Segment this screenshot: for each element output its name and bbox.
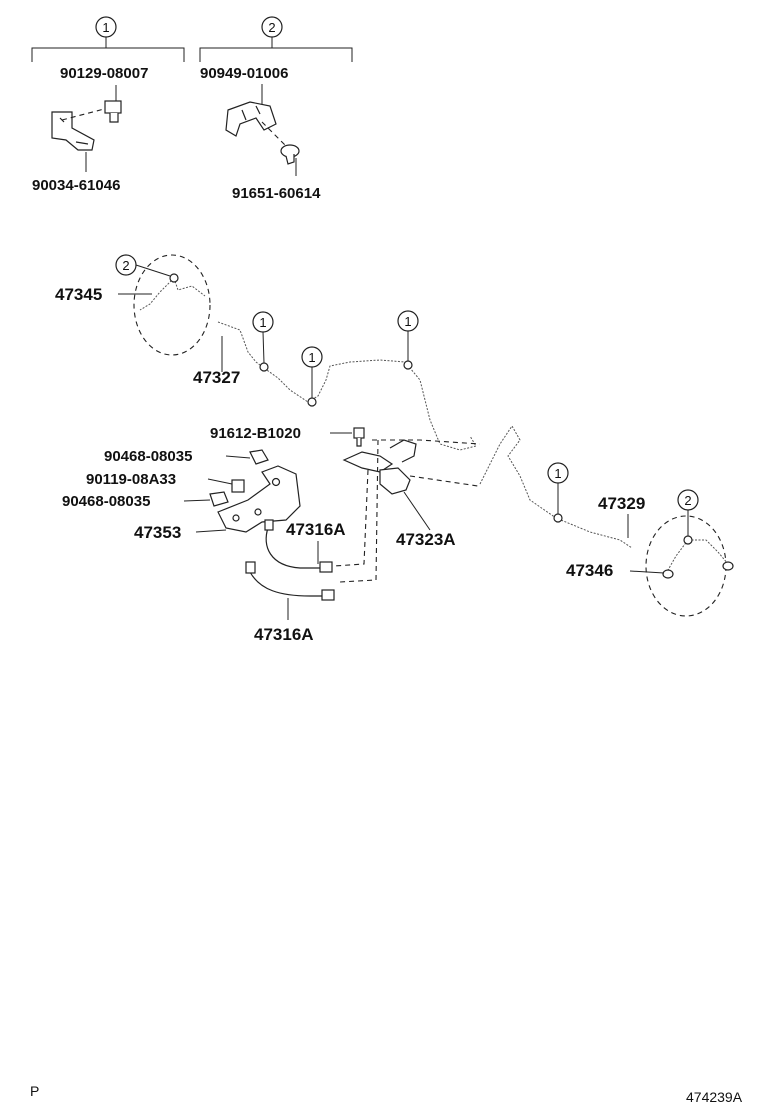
part-label-47327[interactable]: 47327 xyxy=(193,368,240,387)
part-label-90129-08007[interactable]: 90129-08007 xyxy=(60,65,148,82)
callout-number: 1 xyxy=(404,314,411,329)
bolt-icon xyxy=(231,479,245,493)
bolt-icon xyxy=(353,427,365,439)
clip-bracket-icon xyxy=(51,107,109,151)
right-wheel-outline xyxy=(645,515,727,617)
callout-number: 1 xyxy=(259,315,266,330)
callout-number: 1 xyxy=(308,350,315,365)
part-label-90034-61046[interactable]: 90034-61046 xyxy=(32,177,120,194)
brake-line-47329: 1 47329 xyxy=(479,425,645,549)
part-label-91651-60614[interactable]: 91651-60614 xyxy=(232,185,321,202)
part-label-90468-08035-top[interactable]: 90468-08035 xyxy=(104,448,192,465)
part-label-90949-01006[interactable]: 90949-01006 xyxy=(200,65,288,82)
callout-number: 2 xyxy=(684,493,691,508)
legend-group-2: 2 90949-01006 91651-60614 xyxy=(199,16,353,202)
junction-block-47323a: 91612-B1020 47323A xyxy=(210,425,481,583)
part-label-47345[interactable]: 47345 xyxy=(55,285,102,304)
legend-bracket xyxy=(199,47,353,62)
flexible-hoses-47316a: 47316A 47316A xyxy=(245,519,346,644)
mounting-bracket-47353: 90468-08035 90119-08A33 90468-08035 4735… xyxy=(62,448,301,542)
callout-number: 1 xyxy=(554,466,561,481)
legend-bracket xyxy=(31,47,185,62)
screw-icon xyxy=(280,144,300,165)
legend-group-1: 1 90129-08007 90034-61046 xyxy=(31,16,185,194)
part-label-47316a-bottom[interactable]: 47316A xyxy=(254,625,314,644)
part-label-47323a[interactable]: 47323A xyxy=(396,530,456,549)
part-label-47353[interactable]: 47353 xyxy=(134,523,181,542)
corner-mark: P xyxy=(30,1083,39,1099)
clip-icon xyxy=(249,449,269,465)
part-label-47346[interactable]: 47346 xyxy=(566,561,613,580)
brake-line-47327: 1 1 1 47327 xyxy=(193,310,477,451)
right-wheel-assembly: 2 47346 xyxy=(566,489,734,617)
callout-number: 2 xyxy=(268,20,275,35)
left-wheel-outline xyxy=(133,254,211,356)
part-label-47316a-top[interactable]: 47316A xyxy=(286,520,346,539)
callout-number: 2 xyxy=(122,258,129,273)
part-label-91612-B1020[interactable]: 91612-B1020 xyxy=(210,425,301,442)
left-wheel-assembly: 2 47345 xyxy=(55,254,211,356)
callout-number: 1 xyxy=(102,20,109,35)
part-label-47329[interactable]: 47329 xyxy=(598,494,645,513)
part-label-90468-08035-bottom[interactable]: 90468-08035 xyxy=(62,493,150,510)
diagram-id: 474239A xyxy=(686,1089,743,1105)
clip-icon xyxy=(209,491,229,507)
bolt-icon xyxy=(104,85,122,123)
clamp-icon xyxy=(225,101,287,147)
part-label-90119-08A33[interactable]: 90119-08A33 xyxy=(86,471,176,488)
